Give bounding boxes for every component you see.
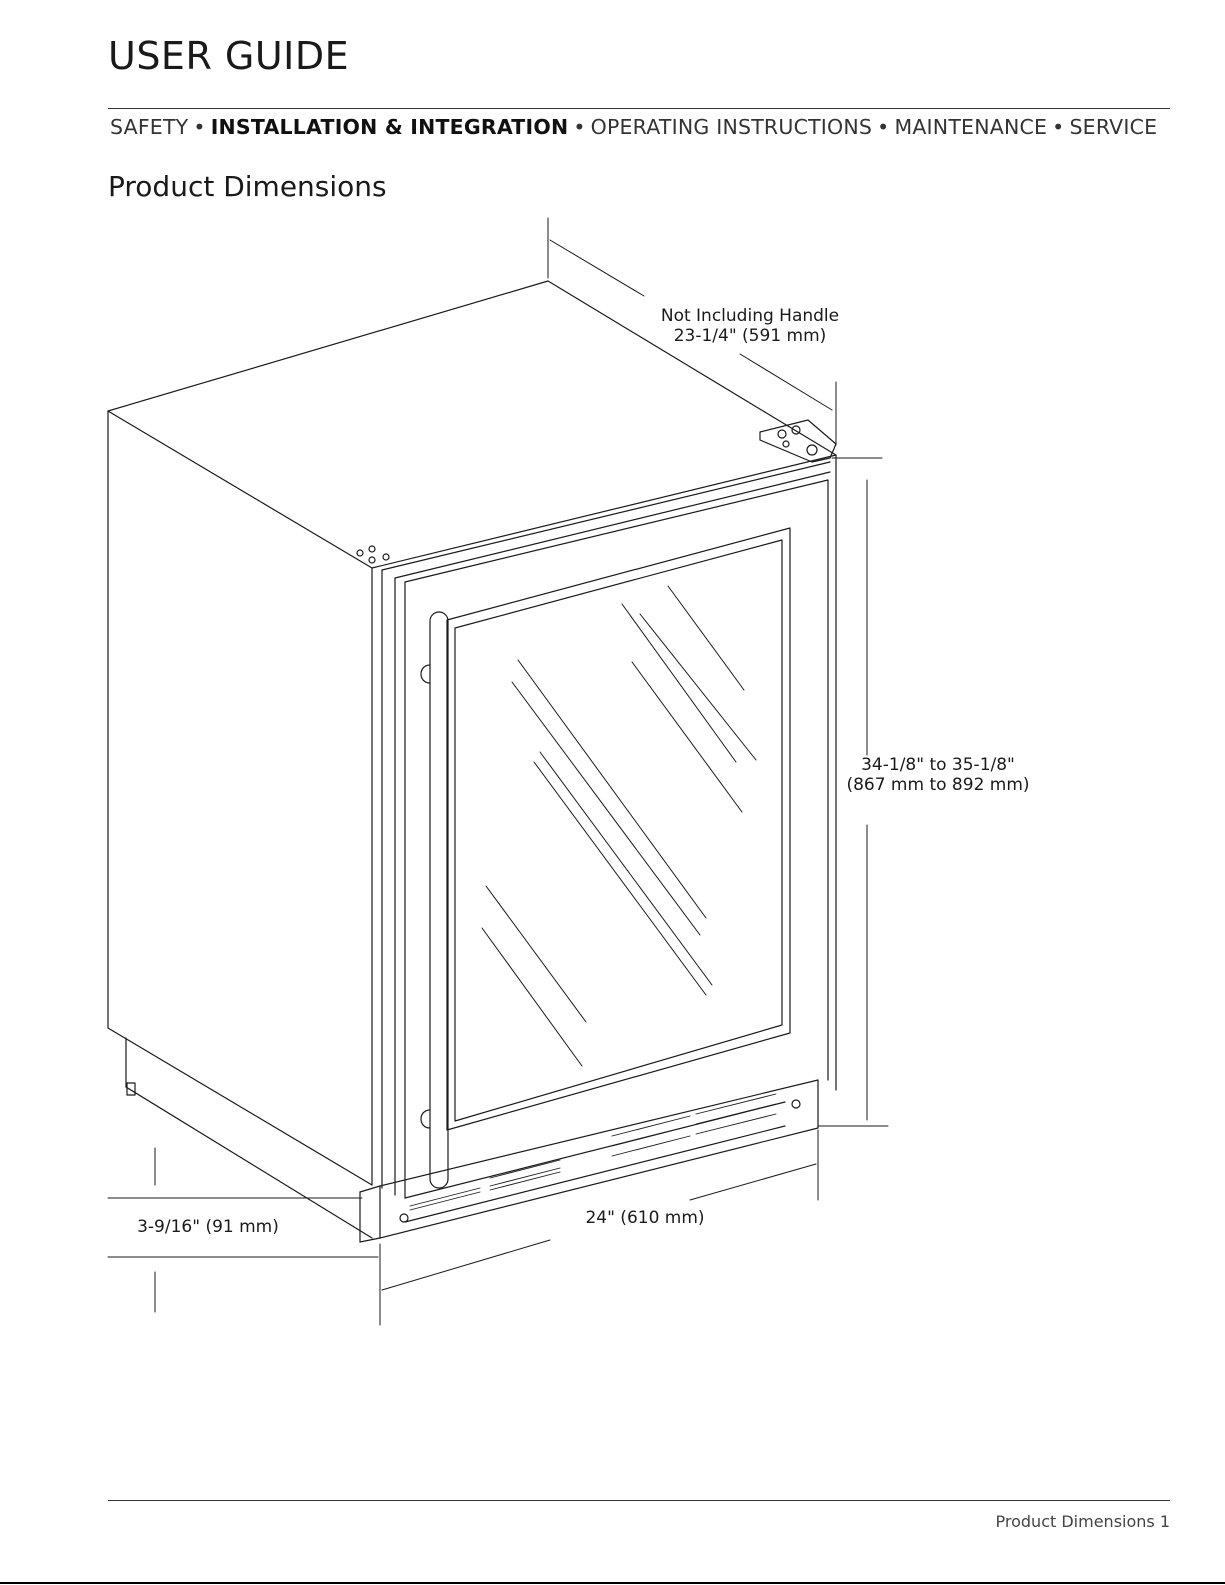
height-value-line2: (867 mm to 892 mm) (838, 775, 1038, 795)
cabinet-outline (108, 281, 836, 1238)
page-bottom-edge (0, 1582, 1225, 1584)
depth-note: Not Including Handle (650, 306, 850, 326)
door-handle (421, 612, 448, 1188)
height-dimension-label: 34-1/8" to 35-1/8" (867 mm to 892 mm) (838, 755, 1038, 795)
top-hinge (760, 420, 836, 462)
footer-divider (108, 1500, 1170, 1501)
depth-value: 23-1/4" (591 mm) (650, 326, 850, 346)
depth-dimension-label: Not Including Handle 23-1/4" (591 mm) (650, 306, 850, 346)
footer-page-label: Product Dimensions 1 (996, 1512, 1170, 1531)
height-value-line1: 34-1/8" to 35-1/8" (838, 755, 1038, 775)
door-frame (372, 455, 836, 1198)
glass-reflections (482, 586, 756, 1066)
top-left-screws (357, 546, 389, 563)
glass-panel (447, 528, 790, 1130)
width-dimension-label: 24" (610 mm) (565, 1208, 725, 1228)
toe-kick-dimension-label: 3-9/16" (91 mm) (118, 1217, 298, 1237)
